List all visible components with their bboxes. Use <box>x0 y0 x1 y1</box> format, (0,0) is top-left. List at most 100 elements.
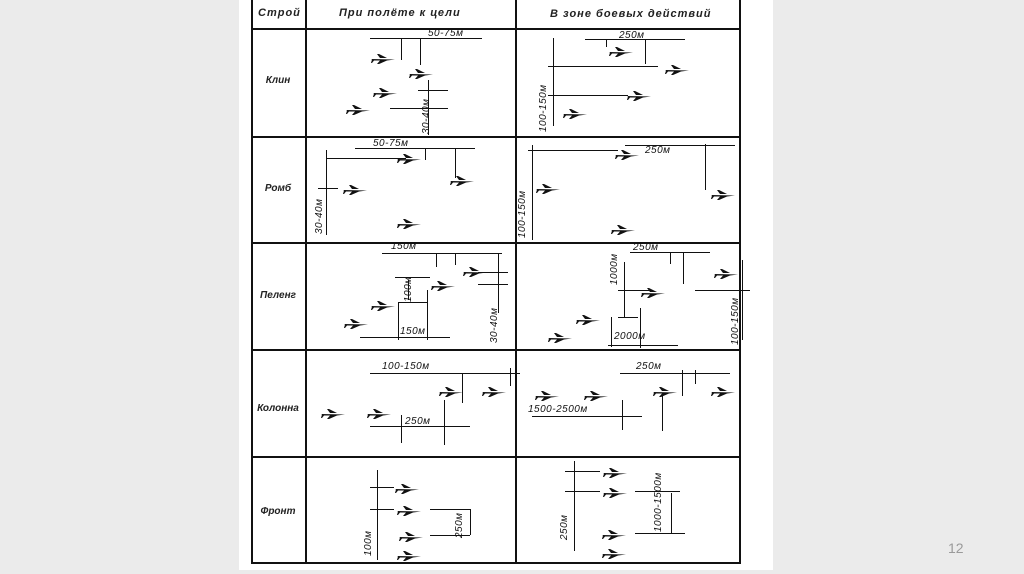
dimension-line <box>618 317 638 318</box>
dimension-line <box>695 370 696 384</box>
dimension-line <box>355 148 475 149</box>
dimension-line <box>478 284 508 285</box>
dimension-line <box>510 368 511 386</box>
header-formation: Строй <box>258 7 301 19</box>
row-divider <box>251 349 741 351</box>
dimension-line <box>532 145 533 240</box>
dimension-line <box>401 415 402 443</box>
aircraft-icon <box>320 407 346 419</box>
page-number: 12 <box>948 540 964 556</box>
aircraft-icon <box>408 67 434 79</box>
aircraft-icon <box>710 385 736 397</box>
aircraft-icon <box>535 182 561 194</box>
dimension-line <box>671 493 672 533</box>
aircraft-icon <box>601 528 627 540</box>
dim-label: 50-75м <box>373 138 409 149</box>
aircraft-icon <box>345 103 371 115</box>
aircraft-icon <box>710 188 736 200</box>
row-divider <box>251 456 741 458</box>
aircraft-icon <box>370 299 396 311</box>
dimension-line <box>695 290 750 291</box>
dim-label: 100-150м <box>538 84 549 132</box>
dimension-line <box>408 280 409 300</box>
dimension-line <box>430 535 470 536</box>
aircraft-icon <box>664 63 690 75</box>
dimension-line <box>455 148 456 178</box>
aircraft-icon <box>602 486 628 498</box>
aircraft-icon <box>575 313 601 325</box>
dim-label: 100-150м <box>382 361 430 372</box>
aircraft-icon <box>713 267 739 279</box>
dimension-line <box>370 38 482 39</box>
header-to-target: При полёте к цели <box>339 7 461 19</box>
dimension-line <box>326 150 327 235</box>
dimension-line <box>498 253 499 313</box>
dim-label: 250м <box>559 514 570 540</box>
dimension-line <box>635 491 680 492</box>
dimension-line <box>370 426 470 427</box>
dimension-line <box>390 108 448 109</box>
dimension-line <box>478 272 508 273</box>
dimension-line <box>682 370 683 396</box>
dimension-line <box>420 38 421 65</box>
column-divider <box>305 0 307 564</box>
dim-label: 100-150м <box>730 297 741 345</box>
dim-label: 1000-1500м <box>653 472 664 532</box>
row-label-peleng: Пеленг <box>260 290 296 301</box>
dimension-line <box>401 38 402 60</box>
dimension-line <box>618 290 653 291</box>
aircraft-icon <box>370 52 396 64</box>
row-divider <box>251 242 741 244</box>
dimension-line <box>370 509 394 510</box>
dimension-line <box>436 253 437 267</box>
dimension-line <box>444 400 445 445</box>
dim-label: 250м <box>405 416 431 427</box>
dim-label: 250м <box>633 242 659 253</box>
row-label-kolonna: Колонна <box>257 403 299 414</box>
aircraft-icon <box>396 152 422 164</box>
aircraft-icon <box>583 389 609 401</box>
aircraft-icon <box>610 223 636 235</box>
aircraft-icon <box>396 217 422 229</box>
dimension-line <box>608 345 678 346</box>
aircraft-icon <box>396 549 422 561</box>
dimension-line <box>326 158 406 159</box>
dimension-line <box>611 317 612 347</box>
dimension-line <box>382 253 502 254</box>
dimension-line <box>640 308 641 348</box>
aircraft-icon <box>372 86 398 98</box>
dimension-line <box>553 38 554 126</box>
dimension-line <box>548 95 628 96</box>
row-label-front: Фронт <box>260 506 296 517</box>
aircraft-icon <box>601 547 627 559</box>
dimension-line <box>427 290 428 340</box>
aircraft-icon <box>462 265 488 277</box>
dimension-line <box>528 150 618 151</box>
dimension-line <box>548 66 658 67</box>
aircraft-icon <box>481 385 507 397</box>
aircraft-icon <box>534 389 560 401</box>
aircraft-icon <box>547 331 573 343</box>
dimension-line <box>462 373 463 403</box>
dimension-line <box>625 145 735 146</box>
dimension-line <box>470 509 471 535</box>
aircraft-icon <box>430 279 456 291</box>
dimension-line <box>377 470 378 560</box>
dimension-line <box>428 80 429 135</box>
aircraft-icon <box>343 317 369 329</box>
aircraft-icon <box>652 385 678 397</box>
dimension-line <box>532 416 642 417</box>
dimension-line <box>370 487 394 488</box>
table-border <box>251 0 741 564</box>
column-divider <box>515 0 517 564</box>
dimension-line <box>565 491 600 492</box>
dim-label: 30-40м <box>314 198 325 234</box>
dim-label: 100-150м <box>517 190 528 238</box>
aircraft-icon <box>396 504 422 516</box>
dim-label: 150м <box>391 241 417 252</box>
dim-label: 250м <box>645 145 671 156</box>
dimension-line <box>645 39 646 64</box>
aircraft-icon <box>398 530 424 542</box>
dimension-line <box>565 471 600 472</box>
aircraft-icon <box>602 466 628 478</box>
